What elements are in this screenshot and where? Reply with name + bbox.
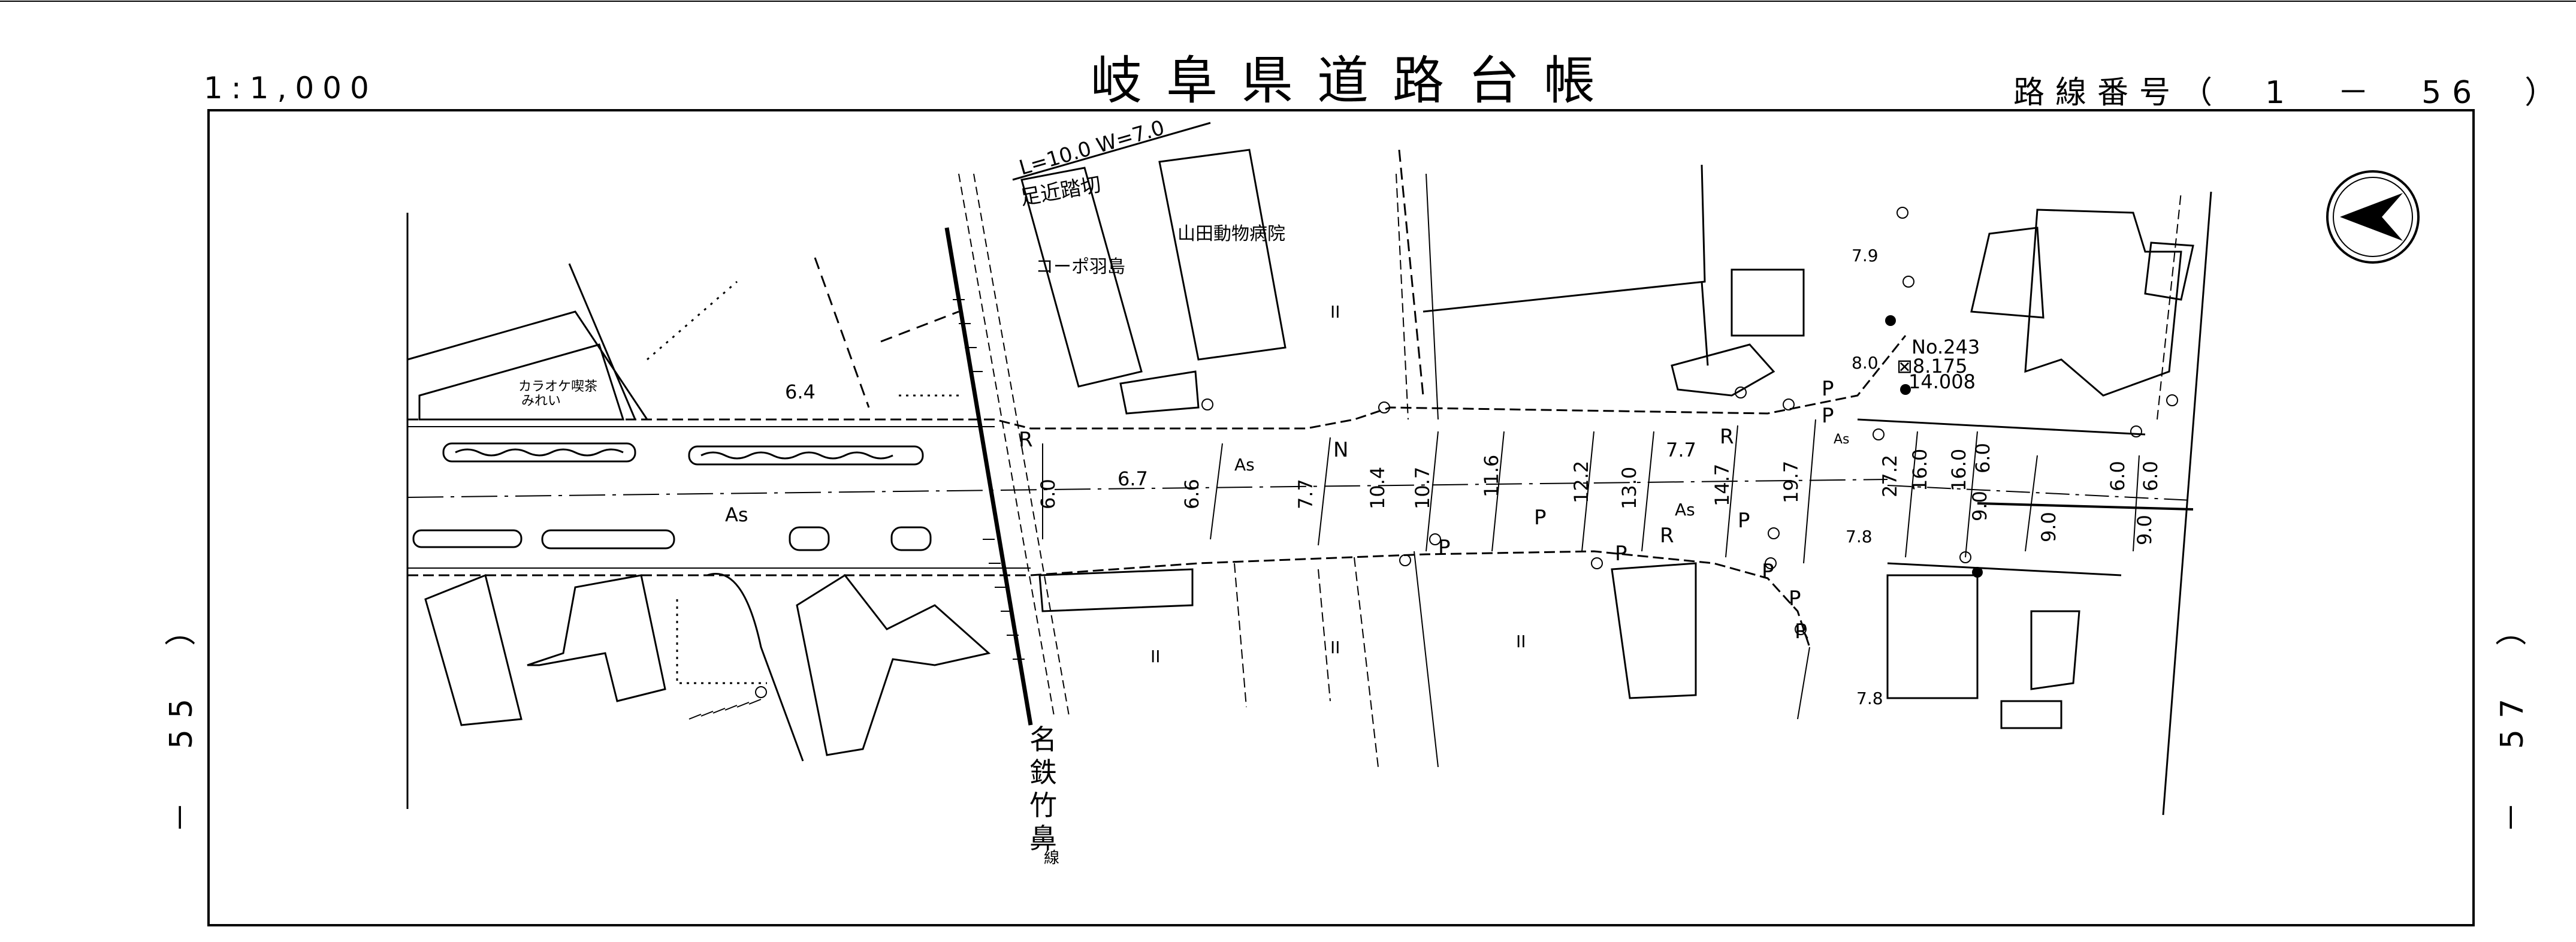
page-title: 岐阜県道路台帳 [1091,51,1619,111]
crossing-label: L=10.0 W=7.0 足近踏切 [1012,116,1211,210]
marker-r: R [1720,425,1734,449]
monuments [1885,315,1983,578]
marker-p: P [1534,506,1547,530]
width-values: 6.4 6.0 6.7 6.6 7.7 10.4 10.7 11.6 12.2 … [785,246,2162,708]
railway-char: 鼻 [1029,822,1057,855]
benchmark-elevation: 14.008 [1908,370,1976,393]
north-building-labels: コーポ羽島 山田動物病院 [1035,224,1285,277]
width-value: 6.4 [785,381,816,403]
building-label: カラオケ喫茶 [518,379,597,394]
width-value: 9.0 [2133,515,2156,545]
building-label: みれい [521,394,561,409]
marker-p: P [1822,377,1834,401]
side-roads [1234,173,2182,768]
surface-as: As [1834,432,1850,447]
building-label: 山田動物病院 [1177,224,1285,244]
surface-as: As [1234,455,1255,475]
width-value: 6.0 [2106,461,2129,491]
east-buildings [1038,191,2212,816]
north-buildings [1020,149,1805,415]
width-value: 13.0 [1618,467,1641,509]
width-value: 10.7 [1411,467,1434,509]
surface-as: As [725,503,748,526]
benchmark-number: No.243 [1911,336,1980,358]
route-number: 路線番号（ 1 － 56 ） [2013,75,2567,111]
marker-n: N [1333,438,1348,462]
marker-ii: II [1150,647,1161,666]
benchmark: No.243 ⊠8.175 14.008 [1896,336,1980,393]
crossing-spec: L=10.0 W=7.0 [1016,116,1167,180]
west-lots [406,213,991,809]
width-value: 7.9 [1852,246,1879,265]
width-dimensions [1042,419,2140,564]
marker-r: R [1019,428,1033,452]
railway-name: 名 鉄 竹 鼻 線 [1029,723,1059,867]
width-value: 9.0 [2037,512,2060,542]
width-value: 10.4 [1366,467,1389,509]
width-value: 6.6 [1180,479,1203,509]
width-value: 6.0 [2139,461,2162,491]
marker-r: R [1795,620,1809,644]
width-value: 12.2 [1570,461,1593,503]
scale-label: 1:1,000 [204,71,378,105]
marker-p: P [1762,560,1774,584]
width-value: 6.0 [1037,479,1059,509]
marker-ii: II [1330,302,1340,322]
width-value: 19.7 [1780,461,1802,503]
width-value: 7.7 [1666,439,1696,461]
width-value: 9.0 [1968,491,1991,521]
marker-ii: II [1330,638,1340,657]
width-value: 6.0 [1971,443,1994,473]
width-value: 11.6 [1480,455,1503,497]
width-value: 16.0 [1947,449,1970,491]
width-value: 6.7 [1118,467,1148,490]
karaoke-building: カラオケ喫茶 みれい [518,379,597,409]
railway-char: 竹 [1029,789,1057,822]
main-road [407,335,2194,648]
utility-poles [755,207,2178,698]
benchmark-elevation: ⊠8.175 [1896,355,1967,378]
railway-char: 線 [1044,849,1059,867]
width-value: 27.2 [1879,455,1901,497]
surface-labels: As As As As [725,432,1850,526]
width-value: 7.7 [1294,479,1317,509]
median-islands [412,442,932,551]
width-value: 16.0 [1908,449,1931,491]
width-value: 7.8 [1846,527,1873,547]
marker-r: R [1660,524,1674,548]
building-label: コーポ羽島 [1035,256,1125,277]
width-value: 7.8 [1856,689,1883,708]
marker-p: P [1789,587,1801,611]
surface-as: As [1675,500,1695,520]
north-arrow-icon [2326,170,2420,264]
railway-char: 鉄 [1029,756,1057,789]
marker-p: P [1822,404,1834,428]
width-value: 14.7 [1711,464,1734,506]
marker-ii: II [1516,632,1526,651]
railway-char: 名 [1029,723,1057,756]
marker-p: P [1615,542,1627,566]
width-value: 8.0 [1852,353,1879,373]
marker-p: P [1438,536,1451,560]
railway-line [944,173,1070,726]
marker-p: P [1738,509,1750,533]
